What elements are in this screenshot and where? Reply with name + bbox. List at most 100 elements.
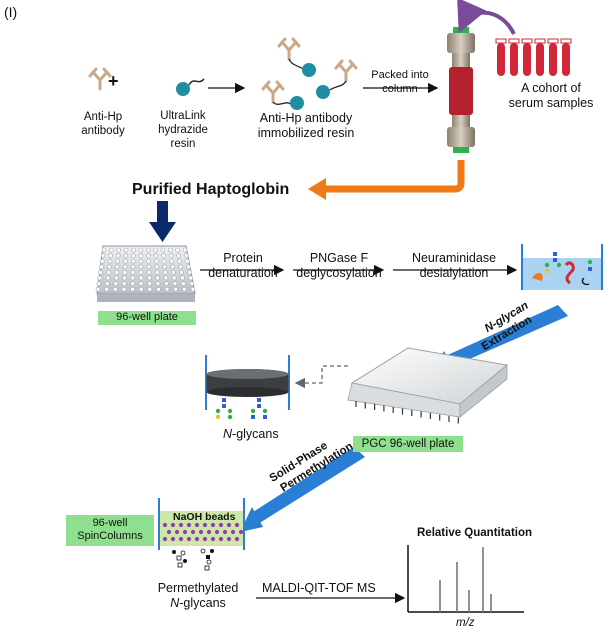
naoh-bead (206, 529, 212, 535)
well (163, 270, 168, 275)
naoh-bead (230, 529, 236, 535)
immobilized-resin-icon (261, 37, 358, 110)
well (186, 264, 191, 270)
well (138, 253, 144, 258)
naoh-bead (226, 522, 232, 528)
well (153, 253, 159, 258)
well (123, 258, 128, 264)
well-plate-icon (95, 245, 196, 302)
well (130, 258, 136, 264)
naoh-bead (166, 529, 172, 535)
naoh-bead (214, 529, 220, 535)
well (146, 253, 151, 258)
well (97, 275, 102, 281)
naoh-bead (210, 536, 216, 542)
well (161, 258, 167, 264)
well (138, 275, 144, 281)
well (115, 258, 120, 264)
well (95, 286, 101, 292)
well (189, 281, 195, 286)
well (188, 275, 193, 281)
permethylation-arrow (240, 447, 365, 532)
well (122, 264, 128, 270)
immobilized-resin-label: Anti-Hp antibody immobilized resin (257, 111, 355, 140)
well (178, 264, 183, 270)
well (155, 281, 161, 286)
spin-columns-label: 96-well SpinColumns (66, 515, 154, 546)
well (146, 258, 151, 264)
well (122, 270, 128, 275)
well (138, 270, 144, 275)
well (177, 258, 182, 264)
purified-haptoglobin-title: Purified Haptoglobin (132, 181, 290, 198)
permethylated-rest: -glycans (179, 596, 226, 610)
well (131, 247, 136, 253)
well (163, 275, 169, 281)
n-glycans-rest: -glycans (232, 427, 279, 441)
well (138, 264, 144, 270)
navy-down-arrow (149, 201, 176, 242)
naoh-bead (194, 522, 200, 528)
well (154, 264, 160, 270)
well (147, 286, 153, 292)
well (98, 270, 103, 275)
orange-arrow-head (308, 178, 326, 200)
well (121, 286, 127, 292)
well (155, 275, 160, 281)
spin-column-icon (158, 498, 245, 550)
well (171, 275, 177, 281)
dashed-arrow-from-pgc (294, 365, 348, 389)
curved-arrow-to-column (457, 0, 516, 35)
well (106, 270, 111, 275)
well (172, 281, 178, 286)
well (183, 253, 189, 258)
pgc-plate-icon (347, 347, 509, 424)
naoh-bead (202, 522, 208, 528)
well (138, 258, 144, 264)
naoh-bead (170, 522, 176, 528)
well (173, 286, 178, 292)
well (130, 286, 135, 292)
naoh-bead (178, 536, 184, 542)
permethylated-label-line1: Permethylated (157, 581, 239, 595)
well (181, 281, 186, 286)
maldi-label: MALDI-QIT-TOF MS (262, 581, 376, 595)
released-glycan-icons (215, 398, 268, 420)
well (164, 286, 170, 292)
well (130, 275, 136, 281)
well (123, 247, 129, 253)
well (130, 270, 136, 275)
antibody-icon (88, 67, 112, 91)
well (113, 281, 119, 286)
naoh-bead (178, 522, 184, 528)
well (164, 281, 169, 286)
well (138, 286, 144, 292)
well (114, 264, 120, 270)
n-glycans-italic: N (223, 427, 233, 441)
well (105, 281, 110, 286)
naoh-bead (190, 529, 196, 535)
naoh-bead (182, 529, 188, 535)
permethylated-label-line2: N-glycans (150, 596, 246, 611)
n-glycans-label: N-glycans (223, 427, 279, 442)
well (179, 270, 184, 275)
well (100, 253, 106, 258)
well (171, 270, 176, 275)
well (108, 253, 113, 258)
well (146, 270, 152, 275)
well (145, 247, 151, 253)
well (130, 264, 136, 270)
mass-spectrum-chart (407, 545, 524, 613)
step-protein-denaturation: Protein denaturation (208, 251, 278, 280)
well (176, 253, 181, 258)
well (138, 281, 144, 286)
relative-quantitation-title: Relative Quantitation (417, 527, 533, 539)
well (182, 286, 187, 292)
step-neuraminidase-desialylation: Neuraminidase desialylation (411, 251, 497, 280)
well (138, 247, 144, 253)
naoh-bead (198, 529, 204, 535)
well (107, 258, 113, 264)
well (114, 270, 120, 275)
naoh-bead (170, 536, 176, 542)
